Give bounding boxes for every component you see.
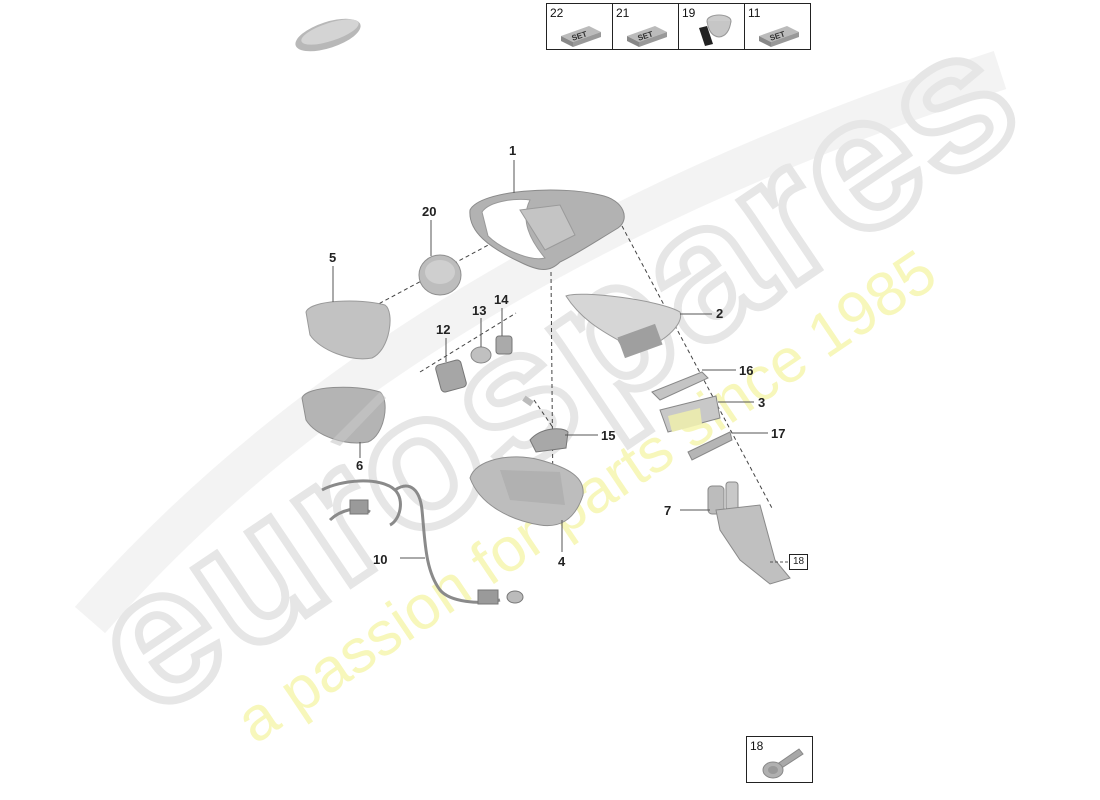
leader-lines: [332, 160, 790, 563]
callout-17[interactable]: 17: [771, 426, 786, 441]
tape-roll-icon: [699, 14, 732, 46]
callout-10[interactable]: 10: [373, 552, 388, 567]
callout-20[interactable]: 20: [422, 204, 437, 219]
legend-number: 22: [550, 6, 564, 20]
legend-number: 21: [616, 6, 630, 20]
set-box-icon: SET: [561, 26, 601, 47]
part-14-connector: [495, 335, 513, 355]
callout-2[interactable]: 2: [716, 306, 724, 321]
legend-strip: 22 SET 21 SET 19 11 SET: [546, 3, 811, 50]
set-box-icon: SET: [627, 26, 667, 47]
part-15-sensor: [522, 395, 569, 453]
callout-5[interactable]: 5: [329, 250, 337, 265]
part-17-trim-strip: [687, 431, 733, 461]
part-12-clip: [435, 359, 467, 393]
part-13-ring: [470, 346, 492, 364]
part-16-seal: [651, 371, 709, 401]
callout-7[interactable]: 7: [664, 503, 672, 518]
legend-number: 11: [748, 6, 761, 20]
callout-14[interactable]: 14: [494, 292, 509, 307]
part-20-adjuster-motor: [418, 254, 462, 296]
callout-1[interactable]: 1: [509, 143, 517, 158]
legend-item-21[interactable]: 21 SET: [613, 4, 679, 50]
part-3-indicator-lamp: [659, 395, 721, 433]
part-5-mirror-glass: [305, 300, 391, 360]
set-box-icon: SET: [759, 26, 799, 47]
legend-number: 19: [682, 6, 696, 20]
part-1-mirror-housing: [469, 189, 625, 270]
callout-3[interactable]: 3: [758, 395, 766, 410]
legend-item-11[interactable]: 11 SET: [745, 4, 810, 50]
part-4-lower-cover: [469, 456, 584, 527]
callout-15[interactable]: 15: [601, 428, 616, 443]
part-7-folding-actuator: [707, 481, 791, 585]
legend-item-22[interactable]: 22 SET: [547, 4, 613, 50]
part-2-bracket: [565, 293, 682, 359]
callout-13[interactable]: 13: [472, 303, 487, 318]
bolt-detail-box[interactable]: 18: [746, 736, 813, 783]
part-10-wiring-harness: [321, 479, 524, 605]
bolt-icon: [762, 748, 804, 779]
part-6-mirror-glass: [301, 386, 386, 446]
callout-6[interactable]: 6: [356, 458, 364, 473]
callout-4[interactable]: 4: [558, 554, 566, 569]
callout-12[interactable]: 12: [436, 322, 451, 337]
callout-16[interactable]: 16: [739, 363, 754, 378]
legend-item-19[interactable]: 19: [679, 4, 745, 50]
ref-box-18[interactable]: 18: [789, 554, 808, 570]
bolt-number: 18: [750, 739, 764, 753]
